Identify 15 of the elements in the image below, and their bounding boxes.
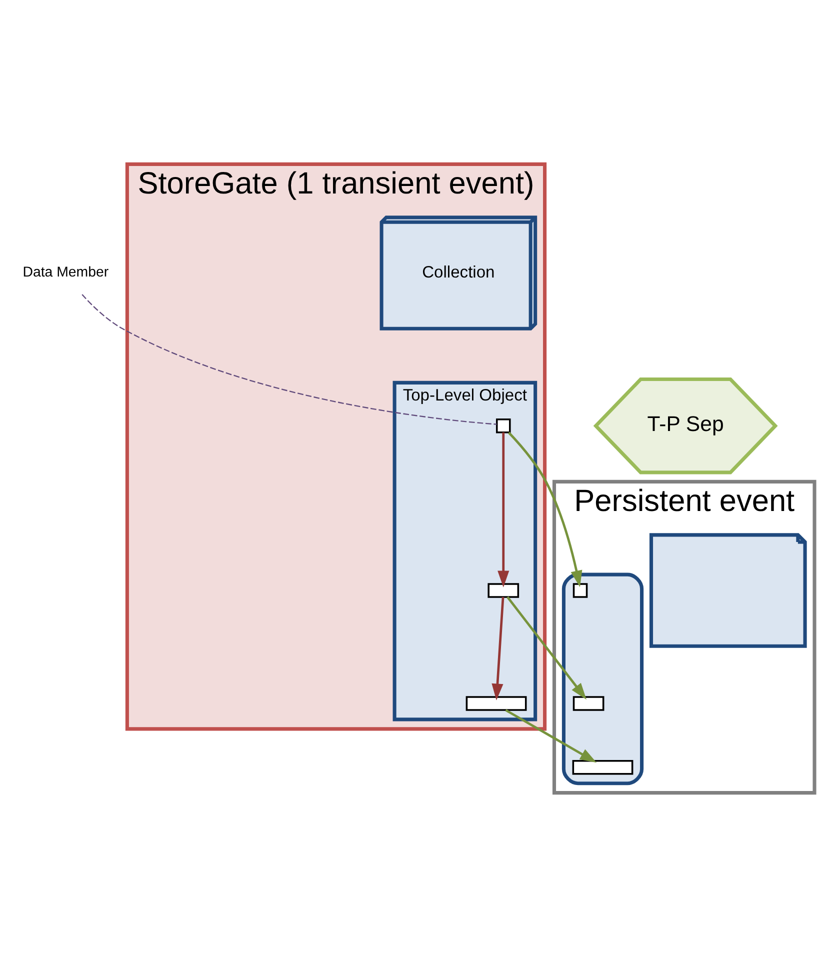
node-box xyxy=(488,583,520,598)
node-box xyxy=(466,696,527,711)
node-box xyxy=(572,696,604,711)
node-text: Data Member xyxy=(22,264,109,281)
cluster: Persistent event xyxy=(552,480,816,795)
connector xyxy=(82,294,497,425)
cluster: Top-Level Object xyxy=(392,380,538,722)
arrow xyxy=(498,432,510,588)
node-box xyxy=(572,760,634,775)
cluster xyxy=(562,572,644,786)
arrow xyxy=(508,432,582,588)
node-box xyxy=(572,583,588,598)
node-box xyxy=(496,418,511,434)
arrow xyxy=(492,596,504,700)
arrow xyxy=(506,596,586,700)
